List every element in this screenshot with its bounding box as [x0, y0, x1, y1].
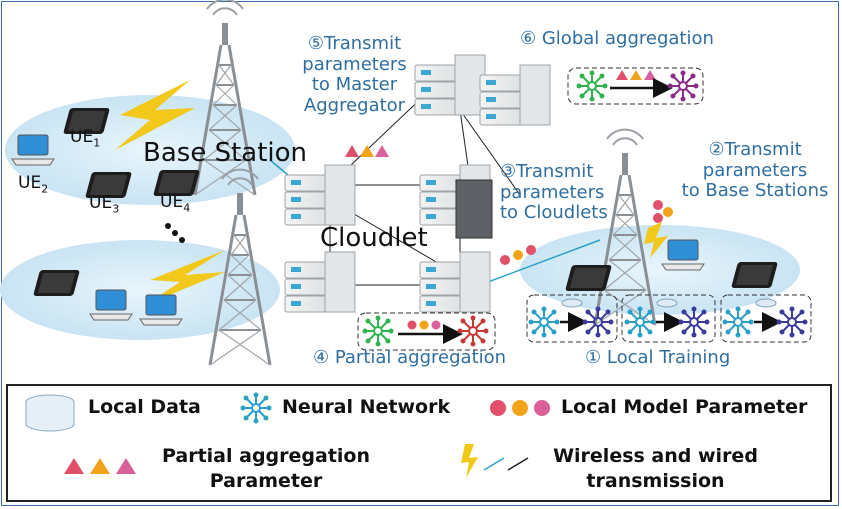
step4-label: ④ Partial aggregation	[313, 347, 507, 368]
neural-network-icon	[457, 315, 489, 347]
local-param-dots-icon	[490, 400, 550, 416]
transmission-icon	[461, 444, 529, 478]
laptop-bottom-left-2	[139, 294, 183, 326]
neural-network-icon	[240, 392, 272, 424]
partial-param-triangles	[345, 145, 389, 157]
legend-local-model-parameter: Local Model Parameter	[561, 396, 808, 418]
partial-aggregation-box	[357, 312, 496, 351]
legend-neural-network: Neural Network	[282, 396, 451, 418]
ue2-laptop	[11, 134, 55, 166]
partial-param-triangles-icon	[64, 458, 136, 474]
ue3-label: UE3	[89, 193, 120, 216]
ue4-label: UE4	[160, 192, 191, 215]
local-training-boxes	[526, 294, 812, 343]
bottom-left-coverage	[0, 240, 280, 340]
cloudlet-server-4	[419, 251, 491, 313]
neural-network-icon	[576, 70, 608, 102]
laptop-right	[661, 239, 705, 271]
legend-local-data: Local Data	[88, 396, 201, 418]
cloudlet-server-tower	[455, 179, 493, 239]
right-coverage	[520, 225, 800, 315]
local-param-dots-basestation	[653, 200, 673, 223]
legend: Local Data Neural Network Local Model Pa…	[6, 384, 832, 502]
cloudlet-label: Cloudlet	[320, 223, 428, 253]
lightning-icons	[115, 80, 668, 305]
base-station-label: Base Station	[143, 138, 308, 168]
tablet-right-2	[731, 262, 778, 288]
ue1-label: UE1	[70, 127, 101, 150]
tablet-right-1	[565, 265, 612, 291]
master-aggregator-server-2	[479, 64, 551, 126]
master-aggregator-server	[414, 54, 486, 116]
laptop-bottom-left-1	[89, 289, 133, 321]
legend-icons	[25, 392, 550, 478]
local-param-dots-cloudlet	[500, 245, 536, 265]
more-devices-dots	[165, 223, 185, 243]
local-data-icon	[25, 394, 75, 432]
global-aggregation-box	[567, 67, 704, 105]
tablet-bottom-left	[33, 270, 80, 296]
neural-network-icon	[362, 315, 394, 347]
ue2-label: UE2	[18, 173, 49, 196]
cloudlet-server-1	[284, 164, 356, 226]
neural-network-icon	[667, 70, 699, 102]
step1-label: ① Local Training	[585, 347, 731, 368]
step6-label: ⑥ Global aggregation	[520, 28, 714, 49]
cloudlet-server-3	[284, 251, 356, 313]
